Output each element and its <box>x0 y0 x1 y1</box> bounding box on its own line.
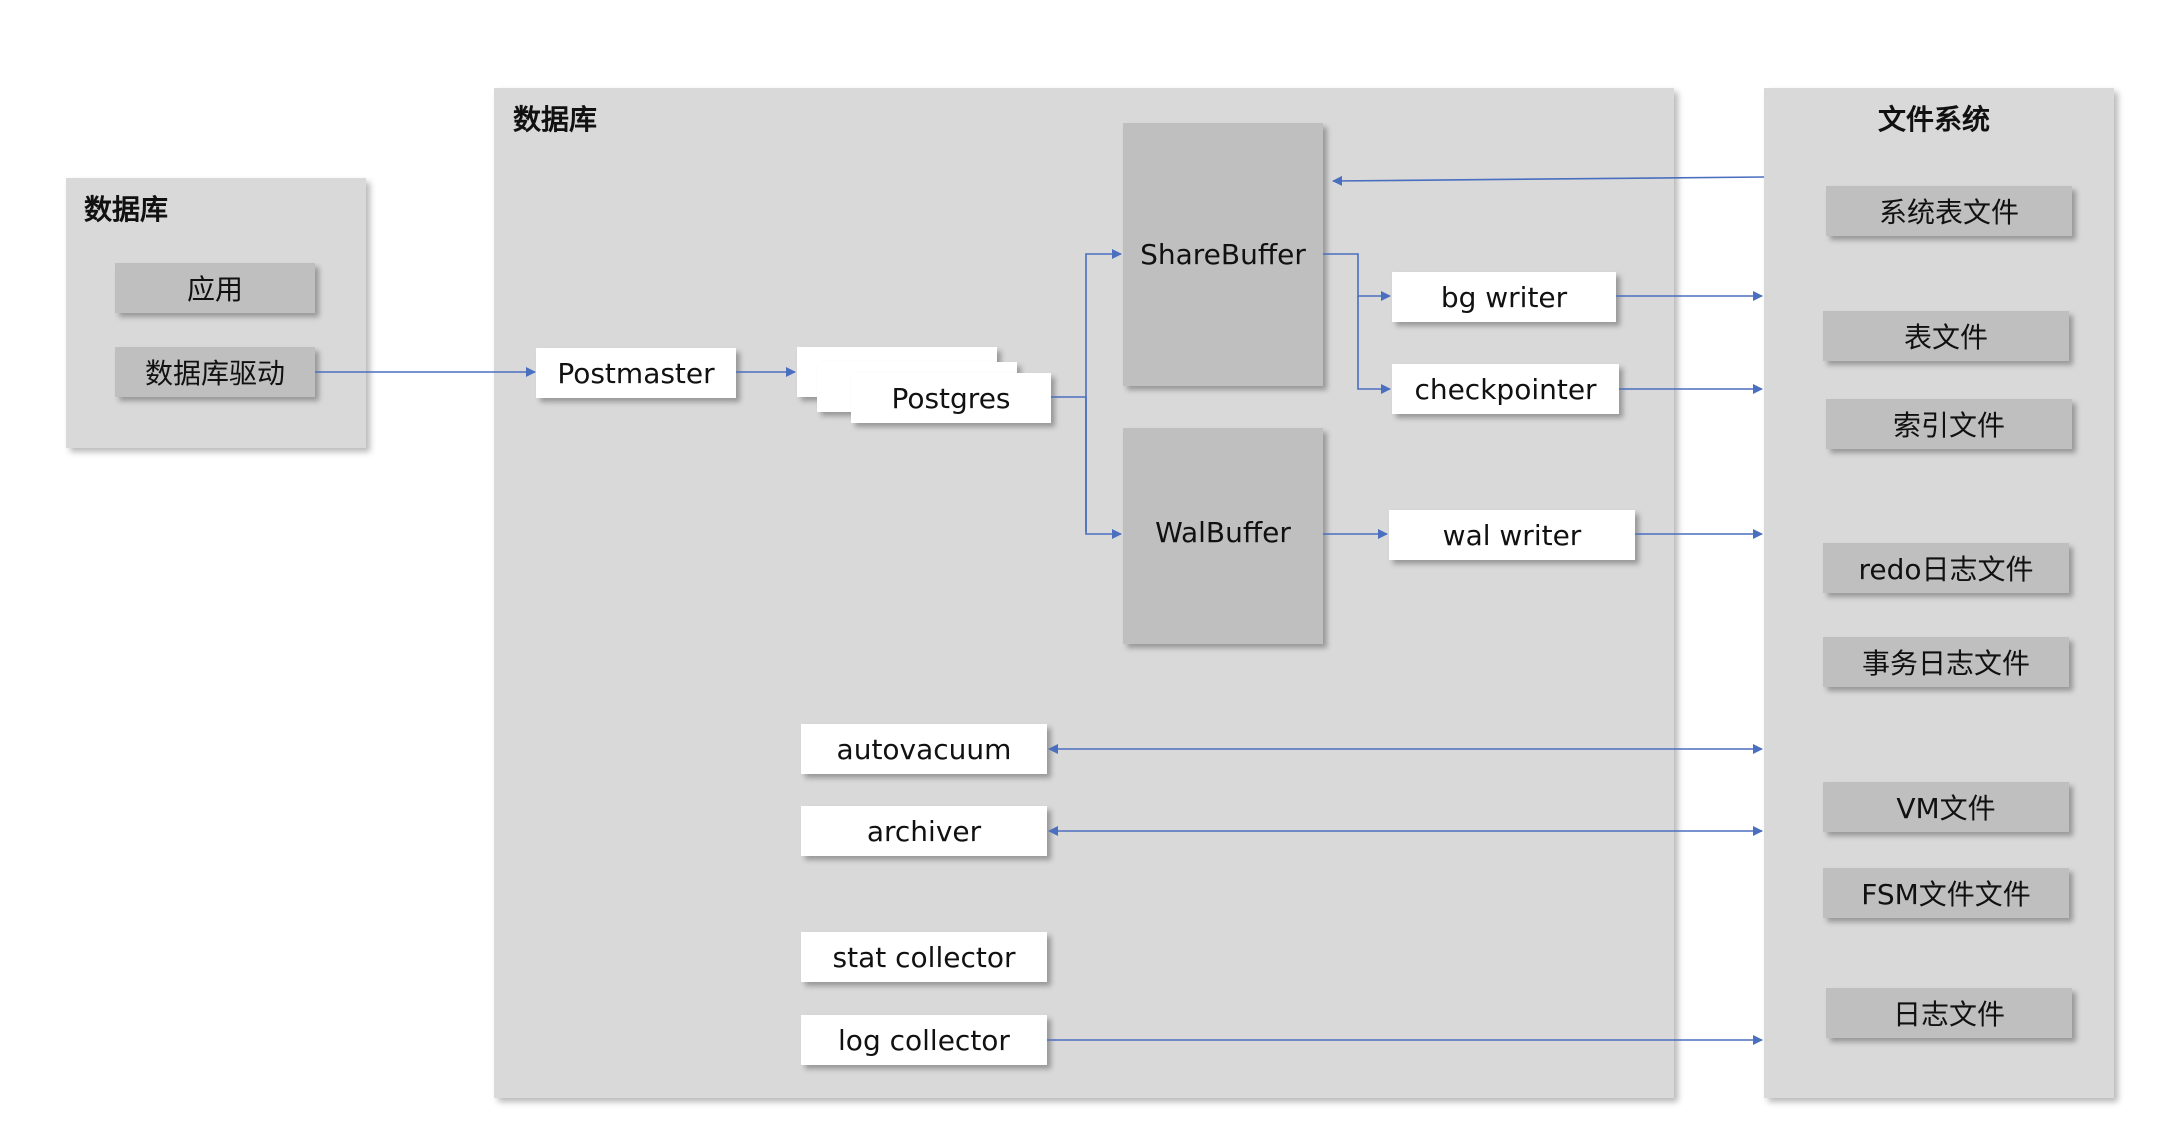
client-panel-title: 数据库 <box>84 193 169 226</box>
db-driver-box: 数据库驱动 <box>115 347 315 397</box>
bg-writer-box: bg writer <box>1392 272 1616 322</box>
table-file: 表文件 <box>1823 311 2069 361</box>
vm-file: VM文件 <box>1823 782 2069 832</box>
client-panel <box>66 178 366 448</box>
archiver-box: archiver <box>801 806 1047 856</box>
transaction-log-file: 事务日志文件 <box>1823 637 2069 687</box>
database-panel <box>494 88 1674 1098</box>
log-file: 日志文件 <box>1826 988 2072 1038</box>
wal-buffer-box: WalBuffer <box>1123 428 1323 644</box>
fsm-file: FSM文件文件 <box>1823 868 2069 918</box>
redo-log-file: redo日志文件 <box>1823 543 2069 593</box>
filesystem-panel <box>1764 88 2114 1098</box>
filesystem-panel-title: 文件系统 <box>1878 103 1991 136</box>
autovacuum-box: autovacuum <box>801 724 1047 774</box>
stat-collector-box: stat collector <box>801 932 1047 982</box>
postmaster-box: Postmaster <box>536 348 736 398</box>
system-table-file: 系统表文件 <box>1826 186 2072 236</box>
postgres-box: Postgres <box>851 373 1051 423</box>
checkpointer-box: checkpointer <box>1392 364 1619 414</box>
log-collector-box: log collector <box>801 1015 1047 1065</box>
index-file: 索引文件 <box>1826 399 2072 449</box>
wal-writer-box: wal writer <box>1389 510 1635 560</box>
app-box: 应用 <box>115 263 315 313</box>
share-buffer-box: ShareBuffer <box>1123 123 1323 386</box>
database-panel-title: 数据库 <box>513 103 598 136</box>
